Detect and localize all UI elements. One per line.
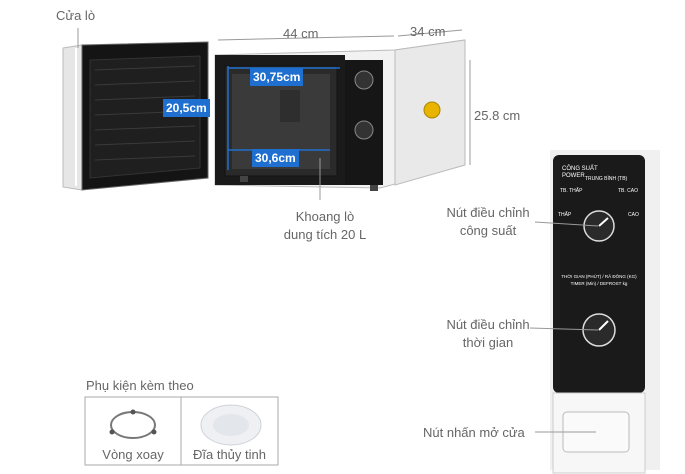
cavity-line2: dung tích 20 L xyxy=(283,227,367,242)
cavity-line1: Khoang lò xyxy=(295,209,355,224)
control-panel-closeup xyxy=(550,150,660,474)
power-level-high: CAO xyxy=(628,212,639,218)
timer-knob-line2: thời gian xyxy=(462,335,514,350)
door-label: Cửa lò xyxy=(56,8,96,23)
interior-width-top: 30,75cm xyxy=(250,68,304,86)
accessory-turntable-ring: Vòng xoay xyxy=(102,447,164,462)
power-knob-line1: Nút điều chỉnh xyxy=(446,205,530,220)
oven-body xyxy=(214,39,466,191)
depth-label: 34 cm xyxy=(410,24,446,39)
power-level-mlow: TB. THẤP xyxy=(560,188,583,194)
timer-header: THỜI GIAN (PHÚT) / RÃ ĐÔNG (KG) TIMER (M… xyxy=(556,273,642,287)
power-level-low: THẤP xyxy=(558,212,572,218)
power-header: CÔNG SUẤT POWER xyxy=(562,166,598,180)
power-level-med: TRUNG BÌNH (TB) xyxy=(585,176,628,182)
interior-width-bottom: 30,6cm xyxy=(252,149,299,167)
accessories-title: Phụ kiện kèm theo xyxy=(86,378,194,393)
power-header-vi: CÔNG SUẤT xyxy=(562,166,598,172)
power-level-mhigh: TB. CAO xyxy=(618,188,639,194)
open-door xyxy=(62,41,209,191)
timer-header-en: TIMER (Min) / DEFROST kg xyxy=(570,281,628,286)
accessory-glass-plate: Đĩa thủy tinh xyxy=(193,447,266,462)
power-header-en: POWER xyxy=(562,173,585,179)
width-label: 44 cm xyxy=(283,26,319,41)
height-label: 25.8 cm xyxy=(474,108,521,123)
timer-knob-label: Nút điều chỉnh thời gian xyxy=(438,316,538,352)
interior-height: 20,5cm xyxy=(163,99,210,117)
cavity-label: Khoang lò dung tích 20 L xyxy=(270,208,380,244)
door-button-label: Nút nhấn mở cửa xyxy=(423,425,525,440)
power-knob-line2: công suất xyxy=(459,223,517,238)
timer-knob-line1: Nút điều chỉnh xyxy=(446,317,530,332)
power-knob-label: Nút điều chỉnh công suất xyxy=(438,204,538,240)
timer-header-vi: THỜI GIAN (PHÚT) / RÃ ĐÔNG (KG) xyxy=(561,274,637,279)
